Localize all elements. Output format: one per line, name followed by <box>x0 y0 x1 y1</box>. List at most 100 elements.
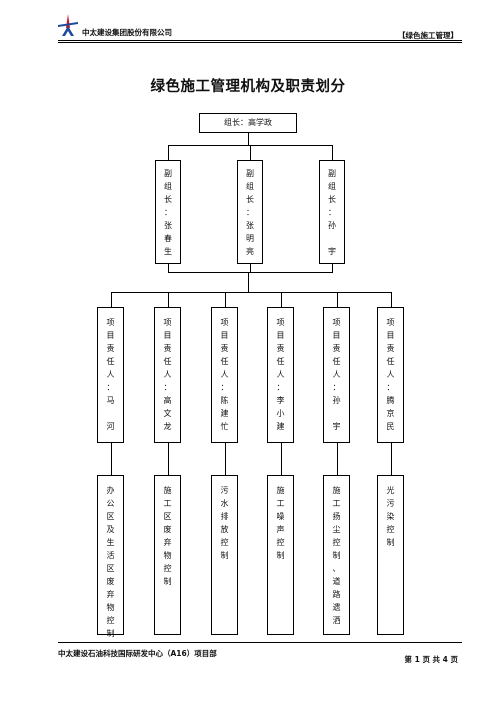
connector-line <box>167 292 169 307</box>
deputy-leader-box-char: 长 <box>164 195 172 204</box>
connector-line <box>168 145 169 160</box>
duty-box-char: 控 <box>106 616 115 625</box>
project-manager-box: 项目责任人：腾京民 <box>377 307 404 443</box>
project-manager-box-char: 文 <box>163 409 172 418</box>
project-manager-box-char: 任 <box>163 357 172 366</box>
duty-box-char: 制 <box>386 538 395 547</box>
duty-box-char: 废 <box>106 577 115 586</box>
project-manager-box-char <box>335 407 338 420</box>
project-manager-box-char: 忙 <box>220 422 229 431</box>
connector-line <box>280 292 282 307</box>
project-manager-box-char: 目 <box>276 331 285 340</box>
project-manager-box-char: 李 <box>276 396 285 405</box>
deputy-leader-box-char: 副 <box>328 169 336 178</box>
project-manager-box-char: ： <box>276 383 285 392</box>
duty-box-char: 区 <box>106 512 115 521</box>
project-manager-box-char: 人 <box>220 370 229 379</box>
duty-box-char: 区 <box>106 564 115 573</box>
connector-line <box>336 443 338 475</box>
deputy-leader-box-char: 组 <box>328 182 336 191</box>
project-manager-box-char: 任 <box>106 357 115 366</box>
project-manager-box-char: 项 <box>276 318 285 327</box>
project-manager-box-char: 建 <box>276 422 285 431</box>
section-label: 【绿色施工管理】 <box>398 31 458 40</box>
duty-box: 施工区废弃物控制 <box>154 475 181 635</box>
project-manager-box-char: 目 <box>332 331 341 340</box>
project-manager-box-char: 人 <box>276 370 285 379</box>
connector-line <box>390 292 392 307</box>
footer-divider <box>58 642 462 643</box>
deputy-leader-box-char: 副 <box>164 169 172 178</box>
deputy-leader-box-char: 宇 <box>328 247 336 256</box>
connector-line <box>168 272 333 273</box>
project-manager-box: 项目责任人：陈建忙 <box>211 307 238 443</box>
project-manager-box-char: 人 <box>163 370 172 379</box>
duty-box-char: 制 <box>220 551 229 560</box>
duty-box-char: 制 <box>163 577 172 586</box>
project-manager-box-char: 马 <box>106 396 115 405</box>
deputy-leader-box-char <box>331 232 334 245</box>
project-manager-box-char: 项 <box>106 318 115 327</box>
duty-box-char: 道 <box>332 577 341 586</box>
project-manager-box-char: ： <box>220 383 229 392</box>
project-manager-box-char: 目 <box>220 331 229 340</box>
project-manager-box-char: 目 <box>386 331 395 340</box>
deputy-leader-box-char: ： <box>164 208 172 217</box>
duty-box-char: 光 <box>386 486 395 495</box>
deputy-leader-box-char: 张 <box>246 221 254 230</box>
duty-box-char: 施 <box>163 486 172 495</box>
deputy-leader-box: 副组长：张明亮 <box>237 160 263 264</box>
duty-box-char: 排 <box>220 512 229 521</box>
page-title: 绿色施工管理机构及职责划分 <box>150 78 346 95</box>
duty-box-char: 施 <box>276 486 285 495</box>
connector-line <box>280 443 282 475</box>
project-manager-box-char: 目 <box>163 331 172 340</box>
deputy-leader-box-char: 组 <box>164 182 172 191</box>
project-manager-box-char: 人 <box>106 370 115 379</box>
duty-box-char: 、 <box>332 564 341 573</box>
footer-project: 中太建设石油科技国际研发中心（A16）项目部 <box>58 649 217 658</box>
duty-box-char: 制 <box>276 551 285 560</box>
project-manager-box-char: 高 <box>163 396 172 405</box>
connector-line <box>248 133 249 145</box>
project-manager-box-char: ： <box>106 383 115 392</box>
project-manager-box-char: 孙 <box>332 396 341 405</box>
project-manager-box-char: 河 <box>106 422 115 431</box>
duty-box: 污水排放控制 <box>211 475 238 635</box>
project-manager-box: 项目责任人：马 河 <box>97 307 124 443</box>
duty-box-char: 活 <box>106 551 115 560</box>
project-manager-box-char: ： <box>386 383 395 392</box>
project-manager-box-char: 项 <box>386 318 395 327</box>
duty-box-char: 污 <box>220 486 229 495</box>
duty-box-char: 扬 <box>332 512 341 521</box>
duty-box-char: 声 <box>276 525 285 534</box>
project-manager-box-char: ： <box>163 383 172 392</box>
project-manager-box: 项目责任人：高文龙 <box>154 307 181 443</box>
duty-box-char: 工 <box>332 499 341 508</box>
duty-box: 施工扬尘控制、道路遗洒 <box>323 475 350 635</box>
project-manager-box-char <box>109 407 112 420</box>
deputy-leader-box-char: 春 <box>164 234 172 243</box>
project-manager-box: 项目责任人：孙 宇 <box>323 307 350 443</box>
leader-box: 组长：高学政 <box>199 113 297 133</box>
project-manager-box-char: 京 <box>386 409 395 418</box>
deputy-leader-box-char: 生 <box>164 247 172 256</box>
project-manager-box-char: 陈 <box>220 396 229 405</box>
connector-line <box>250 145 251 160</box>
deputy-leader-box-char: 组 <box>246 182 254 191</box>
duty-box-char: 弃 <box>106 590 115 599</box>
duty-box-char: 及 <box>106 525 115 534</box>
duty-box-char: 控 <box>332 538 341 547</box>
project-manager-box-char: 责 <box>106 344 115 353</box>
project-manager-box-char: 民 <box>386 422 395 431</box>
duty-box-char: 染 <box>386 512 395 521</box>
duty-box-char: 办 <box>106 486 115 495</box>
duty-box-char: 物 <box>106 603 115 612</box>
duty-box-char: 施 <box>332 486 341 495</box>
project-manager-box-char: 责 <box>163 344 172 353</box>
project-manager-box-char: 任 <box>220 357 229 366</box>
duty-box-char: 生 <box>106 538 115 547</box>
project-manager-box-char: 项 <box>332 318 341 327</box>
deputy-leader-box-char: 长 <box>328 195 336 204</box>
duty-box: 办公区及生活区废弃物控制 <box>97 475 124 638</box>
